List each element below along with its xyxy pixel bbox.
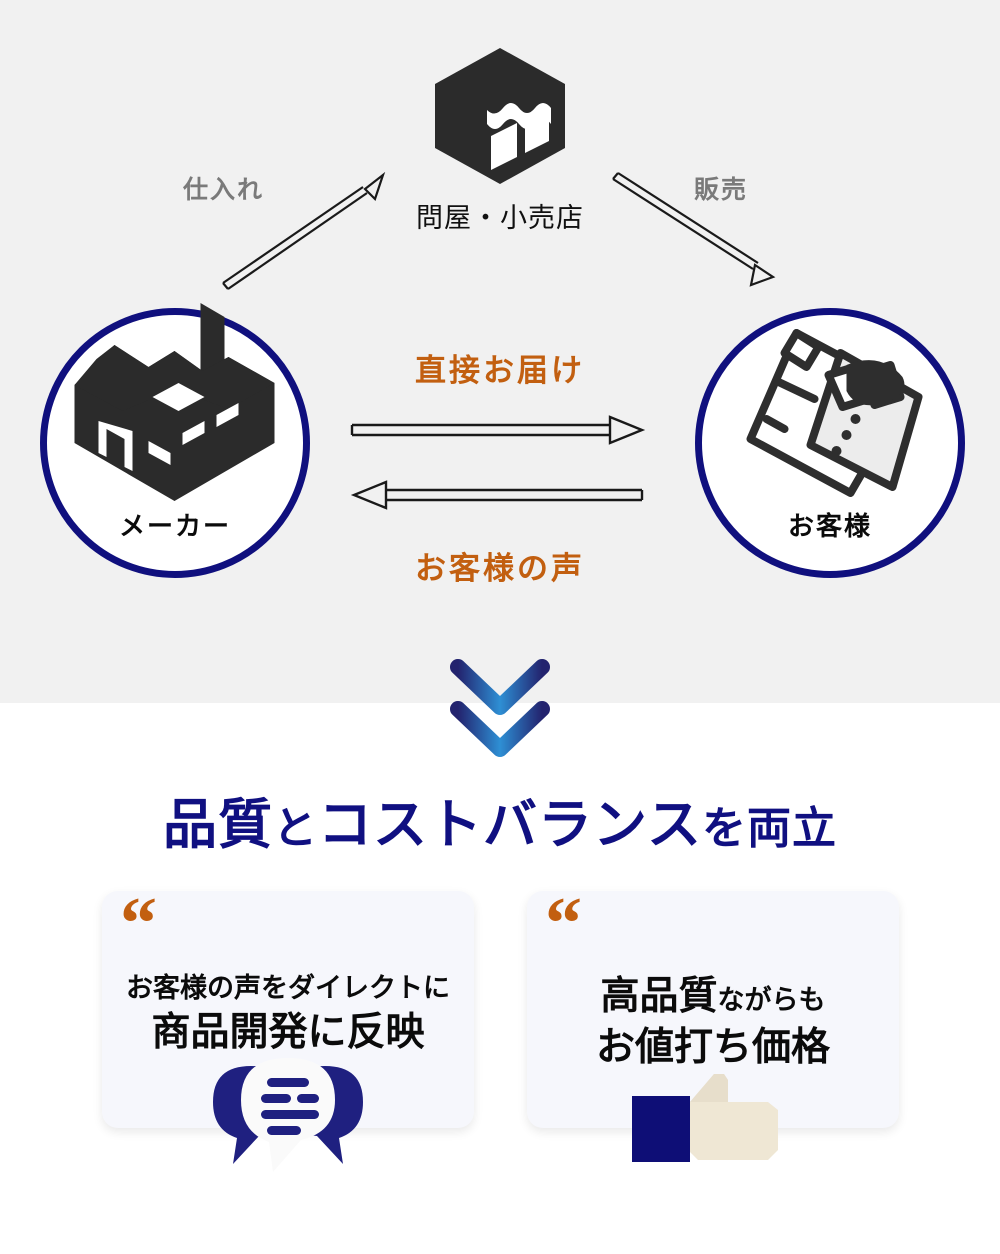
benefit-card-price: “ 高品質ながらも お値打ち価格 [527,887,899,1162]
benefit-card-line1-weak: ながらも [717,985,826,1015]
speech-bubbles-icon [213,1058,363,1172]
customer-voice-arrow [350,480,644,510]
maker-node: メーカー [40,303,310,578]
headline-part-2: と [273,804,319,853]
quote-icon: “ [545,883,582,965]
benefit-card-line2: お値打ち価格 [595,1026,830,1070]
page-title: 品質とコストバランスを両立 [0,780,1000,859]
thumbs-up-icon [632,1074,778,1162]
direct-delivery-label: 直接お届け [415,353,585,388]
headline-part-1: 品質 [163,795,274,855]
headline-part-4: を両立 [701,804,837,853]
quote-icon: “ [120,883,157,965]
benefit-card-line1: 高品質ながらも [527,971,899,1022]
folded-clothes-icon [746,329,923,497]
benefit-card-line2: 商品開発に反映 [151,1010,425,1054]
benefit-card-line1-strong: 高品質 [600,975,718,1018]
benefit-card-text: 高品質ながらも お値打ち価格 [527,971,899,1074]
sales-arrow [612,172,776,287]
center-arrows-group: 直接お届け お客様の声 [330,345,670,605]
benefit-card-development: “ お客様の声をダイレクトに 商品開発に反映 [102,887,474,1172]
customer-node: お客様 [695,308,965,578]
store-node-label: 問屋・小売店 [416,203,584,233]
double-chevron-down-icon [440,655,560,765]
factory-icon [74,303,275,501]
customer-node-label: お客様 [787,511,872,541]
benefit-card-line1: お客様の声をダイレクトに [126,973,450,1003]
store-node: 問屋・小売店 [380,40,620,255]
maker-node-label: メーカー [118,511,231,541]
direct-delivery-arrow [350,415,646,445]
benefit-card-text: お客様の声をダイレクトに 商品開発に反映 [102,971,474,1058]
storefront-icon [380,40,620,190]
customer-voice-label: お客様の声 [415,551,585,586]
supply-arrow [222,171,386,290]
sales-arrow-label: 販売 [694,176,749,204]
headline-part-3: コストバランス [318,795,702,855]
supply-arrow-label: 仕入れ [183,176,265,204]
